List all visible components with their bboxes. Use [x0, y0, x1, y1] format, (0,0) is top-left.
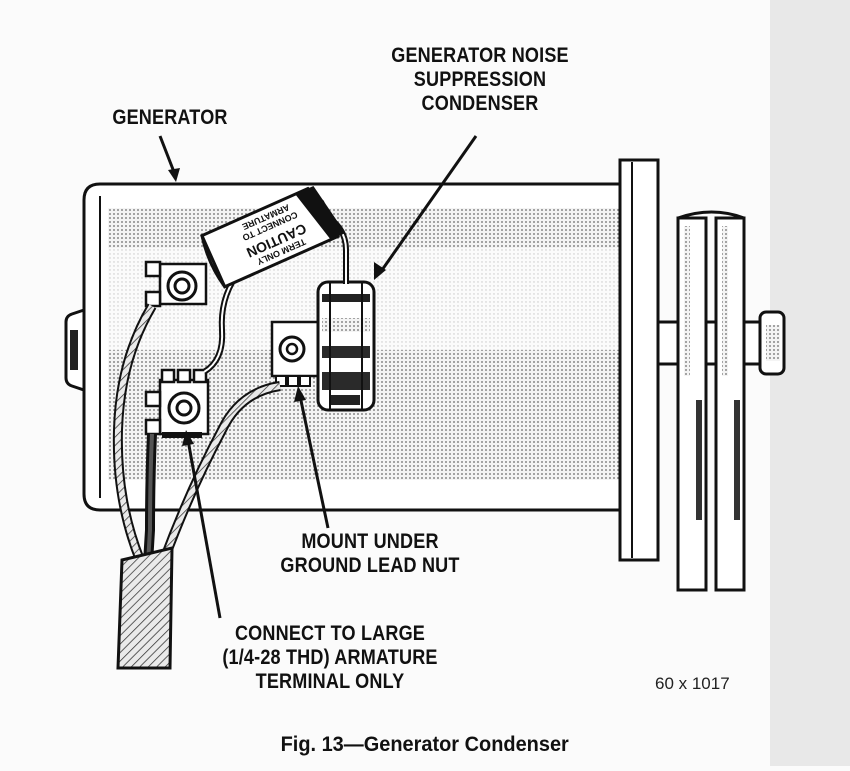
figure-caption: Fig. 13—Generator Condenser — [0, 733, 850, 757]
label-noise-condenser-line-2: SUPPRESSION — [413, 68, 547, 91]
label-mount: MOUNT UNDER GROUND LEAD NUT — [267, 530, 473, 578]
pointer-arrows — [158, 135, 478, 619]
cable-harness — [112, 303, 281, 670]
label-noise-condenser: GENERATOR NOISE SUPPRESSION CONDENSER — [351, 44, 609, 116]
condenser — [316, 280, 376, 412]
arrow-mount — [298, 395, 330, 529]
label-noise-condenser-line-1: GENERATOR NOISE — [391, 44, 569, 67]
armature-terminal — [144, 368, 210, 438]
label-connect-line-3: TERMINAL ONLY — [255, 670, 405, 693]
label-generator: GENERATOR — [93, 106, 248, 130]
label-mount-line-1: MOUNT UNDER — [301, 530, 439, 553]
page-shadow — [770, 0, 850, 766]
arrow-connect — [186, 439, 222, 619]
end-frame — [618, 158, 660, 562]
label-connect-line-1: CONNECT TO LARGE — [234, 622, 426, 645]
pulley — [676, 210, 746, 592]
label-connect-line-2: (1/4-28 THD) ARMATURE — [222, 646, 438, 669]
label-mount-line-2: GROUND LEAD NUT — [280, 554, 460, 577]
label-connect: CONNECT TO LARGE (1/4-28 THD) ARMATURE T… — [192, 622, 467, 694]
label-noise-condenser-line-3: CONDENSER — [421, 92, 539, 115]
figure-caption-text: Fig. 13—Generator Condenser — [280, 733, 570, 756]
label-generator-text: GENERATOR — [112, 106, 228, 129]
figure-code: 60 x 1017 — [655, 674, 730, 693]
arrow-condenser — [380, 135, 478, 271]
arrow-generator — [158, 135, 176, 173]
field-terminal — [144, 260, 208, 308]
